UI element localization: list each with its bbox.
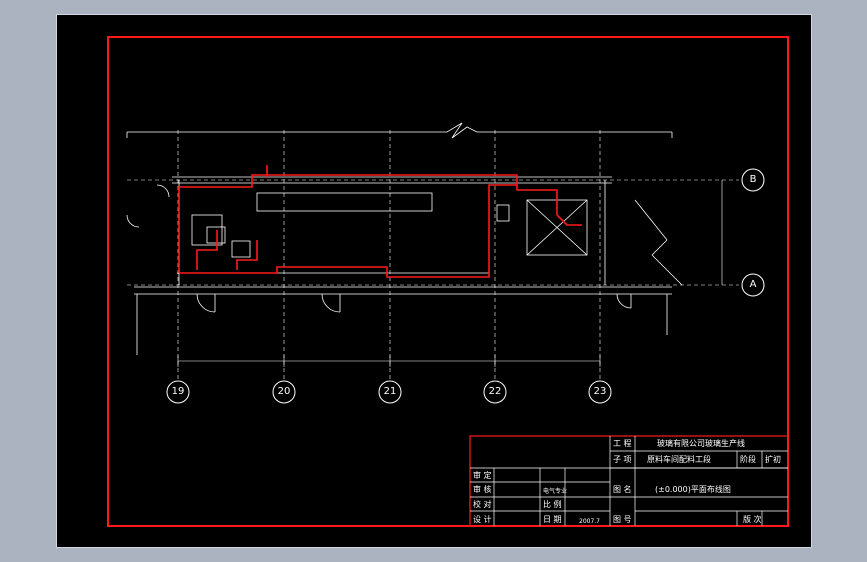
- project-value: 玻璃有限公司玻璃生产线: [657, 439, 745, 448]
- axis-label-19: 19: [171, 386, 185, 397]
- axis-label-B: B: [749, 174, 757, 185]
- axis-label-A: A: [749, 279, 757, 290]
- dimension-line: [177, 180, 723, 367]
- axis-label-21: 21: [383, 386, 397, 397]
- axis-bubble-23: [588, 380, 612, 404]
- review-label: 审 定: [473, 471, 492, 480]
- scale-label: 比 例: [543, 500, 562, 509]
- design-label: 设 计: [473, 515, 492, 524]
- axis-bubble-19: [166, 380, 190, 404]
- drawing-name-value: (±0.000)平面布线图: [655, 485, 731, 494]
- date-label: 日 期: [543, 515, 562, 524]
- stage-value: 扩初: [765, 455, 781, 464]
- stage-label: 阶段: [740, 455, 756, 464]
- drawing-border: [107, 36, 789, 527]
- date-value: 2007.7: [579, 518, 600, 525]
- building-outline: [126, 122, 683, 355]
- title-block-grid: [470, 436, 788, 526]
- drawing-name-label: 图 名: [613, 485, 632, 494]
- cad-drawing-canvas: [107, 36, 789, 527]
- check-label: 审 核: [473, 485, 492, 494]
- axis-label-23: 23: [593, 386, 607, 397]
- title-block-frame: [469, 435, 789, 527]
- cad-drawing-viewport[interactable]: 19 20 21 22 23 B A 工 程 玻璃有限公司玻璃生产线 子 项 原…: [56, 14, 812, 548]
- axis-label-22: 22: [488, 386, 502, 397]
- project-label: 工 程: [613, 439, 632, 448]
- proofread-label: 校 对: [473, 500, 492, 509]
- subitem-label: 子 项: [613, 455, 632, 464]
- axis-bubble-B: [741, 168, 765, 192]
- designer-value: 电气专业: [543, 488, 568, 495]
- axis-bubble-20: [272, 380, 296, 404]
- version-label: 版 次: [743, 515, 762, 524]
- red-wiring: [178, 165, 582, 278]
- drawing-no-label: 图 号: [613, 515, 632, 524]
- axis-label-20: 20: [277, 386, 291, 397]
- axis-bubble-A: [741, 273, 765, 297]
- grid-lines: [127, 130, 739, 380]
- subitem-value: 原料车间配料工段: [647, 455, 711, 464]
- axis-bubbles: [166, 168, 765, 404]
- axis-bubble-22: [483, 380, 507, 404]
- axis-bubble-21: [378, 380, 402, 404]
